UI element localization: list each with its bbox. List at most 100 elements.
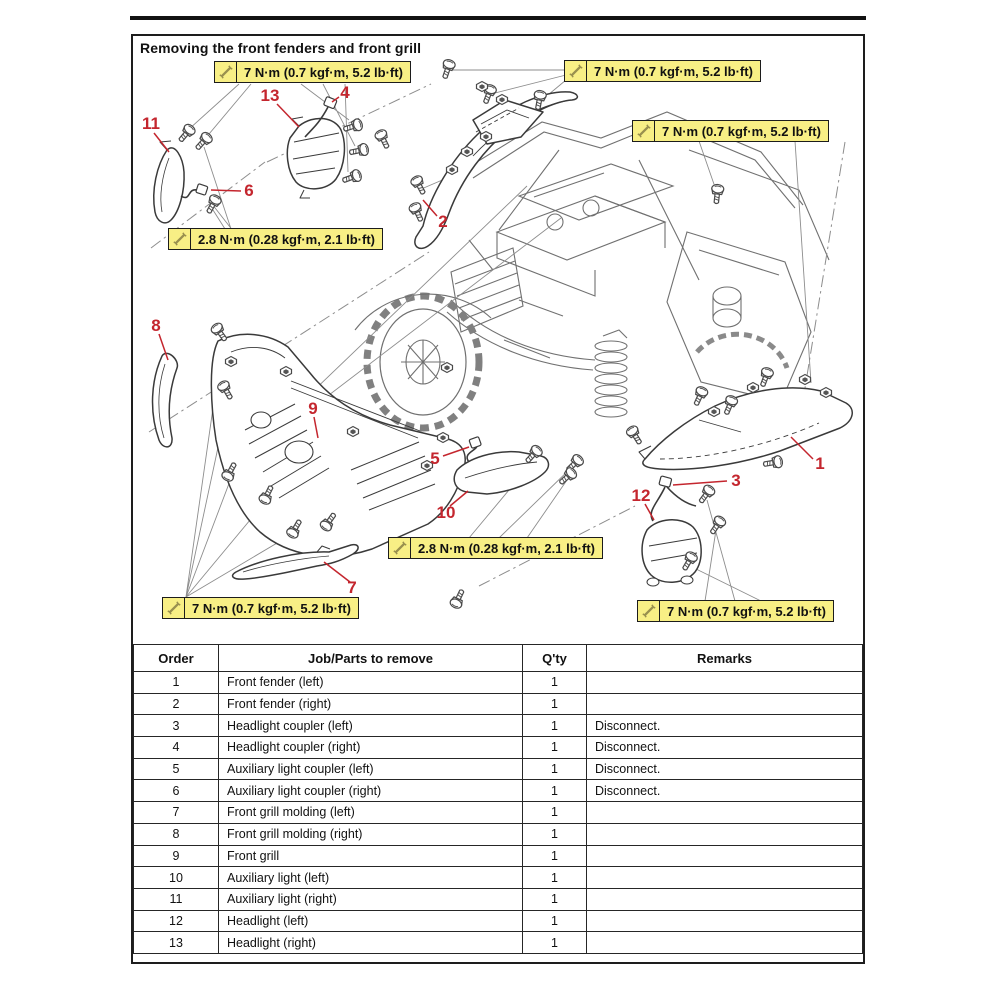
remarks-cell [586, 692, 863, 716]
remarks-cell [586, 844, 863, 868]
part-label-12: 12 [631, 486, 651, 505]
table-row: 13 Headlight (right) 1 [133, 931, 863, 954]
parts-table: Order Job/Parts to remove Q'ty Remarks 1… [133, 644, 863, 954]
exploded-diagram-area: Removing the front fenders and front gri… [133, 36, 863, 644]
job-cell: Headlight coupler (left) [218, 714, 523, 738]
part-label-10: 10 [436, 503, 456, 522]
header-qty: Q'ty [522, 644, 587, 672]
remarks-cell: Disconnect. [586, 757, 863, 781]
front-fender-right-part [414, 91, 579, 250]
remarks-cell [586, 909, 863, 933]
part-label-5: 5 [430, 449, 440, 468]
table-row: 2 Front fender (right) 1 [133, 692, 863, 716]
part-label-1: 1 [815, 454, 825, 473]
wrench-icon [638, 601, 660, 621]
job-cell: Auxiliary light coupler (left) [218, 757, 523, 781]
qty-cell: 1 [522, 714, 587, 738]
part-label-7: 7 [347, 578, 357, 597]
job-cell: Auxiliary light (left) [218, 866, 523, 889]
remarks-cell [586, 931, 863, 954]
order-cell: 9 [133, 844, 219, 868]
chassis-line-art [354, 111, 830, 432]
table-row: 11 Auxiliary light (right) 1 [133, 887, 863, 911]
table-row: 12 Headlight (left) 1 [133, 909, 863, 933]
job-cell: Front fender (left) [218, 671, 523, 694]
job-cell: Headlight (right) [218, 931, 523, 954]
part-label-9: 9 [308, 399, 318, 418]
remarks-cell [586, 801, 863, 824]
qty-cell: 1 [522, 757, 587, 781]
table-row: 3 Headlight coupler (left) 1 Disconnect. [133, 714, 863, 738]
qty-cell: 1 [522, 801, 587, 824]
front-grill-molding-right-part [151, 352, 179, 448]
part-label-4: 4 [340, 83, 350, 102]
headlight-right-part [286, 116, 346, 199]
header-order: Order [133, 644, 219, 672]
order-cell: 7 [133, 801, 219, 824]
torque-callout-bottom-right: 7 N·m (0.7 kgf·m, 5.2 lb·ft) [637, 600, 834, 622]
wrench-icon [389, 538, 411, 558]
order-cell: 1 [133, 671, 219, 694]
table-row: 5 Auxiliary light coupler (left) 1 Disco… [133, 757, 863, 781]
procedure-panel: Removing the front fenders and front gri… [131, 34, 865, 964]
job-cell: Auxiliary light coupler (right) [218, 779, 523, 803]
order-cell: 4 [133, 736, 219, 759]
job-cell: Headlight coupler (right) [218, 736, 523, 759]
part-label-3: 3 [731, 471, 741, 490]
remarks-cell [586, 887, 863, 911]
part-label-11: 11 [142, 114, 160, 133]
table-row: 8 Front grill molding (right) 1 [133, 822, 863, 846]
job-cell: Headlight (left) [218, 909, 523, 933]
torque-value: 7 N·m (0.7 kgf·m, 5.2 lb·ft) [662, 123, 821, 139]
torque-value: 7 N·m (0.7 kgf·m, 5.2 lb·ft) [667, 603, 826, 619]
table-row: 10 Auxiliary light (left) 1 [133, 866, 863, 889]
order-cell: 2 [133, 692, 219, 716]
table-row: 6 Auxiliary light coupler (right) 1 Disc… [133, 779, 863, 803]
parts-table-area: Order Job/Parts to remove Q'ty Remarks 1… [133, 644, 863, 954]
job-cell: Front fender (right) [218, 692, 523, 716]
part-label-6: 6 [244, 181, 254, 200]
remarks-cell [586, 822, 863, 846]
wrench-icon [163, 598, 185, 618]
part-label-13: 13 [260, 86, 280, 105]
qty-cell: 1 [522, 692, 587, 716]
torque-value: 2.8 N·m (0.28 kgf·m, 2.1 lb·ft) [198, 231, 375, 247]
order-cell: 8 [133, 822, 219, 846]
torque-value: 2.8 N·m (0.28 kgf·m, 2.1 lb·ft) [418, 540, 595, 556]
order-cell: 11 [133, 887, 219, 911]
header-remarks: Remarks [586, 644, 863, 672]
header-job: Job/Parts to remove [218, 644, 523, 672]
exploded-diagram [148, 57, 853, 611]
page-title: Removing the front fenders and front gri… [140, 40, 422, 56]
page-top-rule [130, 16, 866, 20]
order-cell: 5 [133, 757, 219, 781]
qty-cell: 1 [522, 844, 587, 868]
wrench-icon [633, 121, 655, 141]
part-label-8: 8 [151, 316, 161, 335]
torque-value: 7 N·m (0.7 kgf·m, 5.2 lb·ft) [192, 600, 351, 616]
part-label-2: 2 [438, 212, 448, 231]
job-cell: Front grill molding (right) [218, 822, 523, 846]
qty-cell: 1 [522, 671, 587, 694]
wrench-icon [215, 62, 237, 82]
front-grill-part [210, 333, 466, 557]
order-cell: 12 [133, 909, 219, 933]
front-fender-left-part [638, 387, 853, 471]
order-cell: 6 [133, 779, 219, 803]
remarks-cell: Disconnect. [586, 779, 863, 803]
table-header-row: Order Job/Parts to remove Q'ty Remarks [133, 644, 863, 672]
order-cell: 3 [133, 714, 219, 738]
job-cell: Front grill [218, 844, 523, 868]
qty-cell: 1 [522, 779, 587, 803]
torque-callout-top-left: 7 N·m (0.7 kgf·m, 5.2 lb·ft) [214, 61, 411, 83]
headlight-coupler-right-part [304, 96, 338, 138]
table-row: 4 Headlight coupler (right) 1 Disconnect… [133, 736, 863, 759]
remarks-cell: Disconnect. [586, 736, 863, 759]
qty-cell: 1 [522, 866, 587, 889]
qty-cell: 1 [522, 931, 587, 954]
torque-callout-left: 2.8 N·m (0.28 kgf·m, 2.1 lb·ft) [168, 228, 383, 250]
qty-cell: 1 [522, 887, 587, 911]
table-row: 1 Front fender (left) 1 [133, 671, 863, 694]
torque-callout-top-right: 7 N·m (0.7 kgf·m, 5.2 lb·ft) [564, 60, 761, 82]
auxiliary-light-right-part [152, 140, 209, 224]
